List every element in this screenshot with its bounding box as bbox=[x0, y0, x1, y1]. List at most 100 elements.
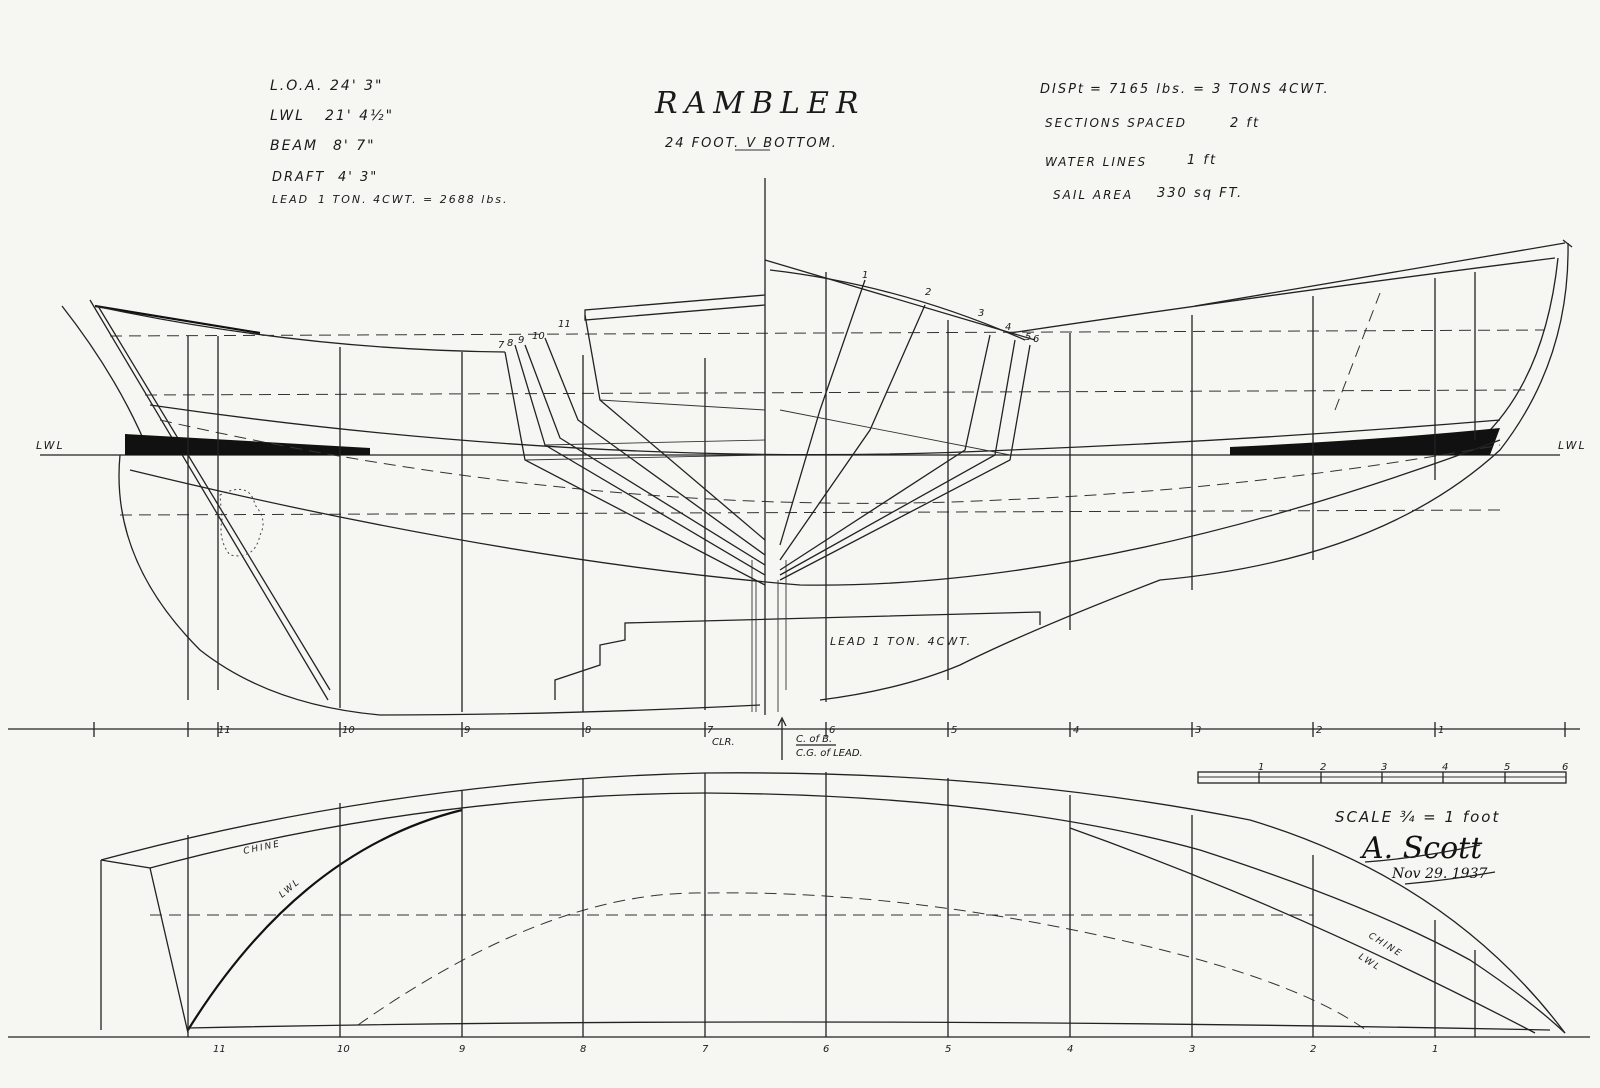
svg-text:6: 6 bbox=[823, 1044, 829, 1055]
cob-arrowhead bbox=[777, 716, 787, 727]
lead-label: LEAD bbox=[272, 193, 309, 206]
svg-text:7: 7 bbox=[498, 340, 505, 351]
plan-view: 11 10 9 8 7 6 5 4 3 2 1 CHINE LWL CHINE … bbox=[8, 772, 1590, 1055]
svg-text:6: 6 bbox=[1562, 762, 1568, 773]
displacement-label: DISPt bbox=[1040, 82, 1085, 97]
bottom-line bbox=[129, 439, 1501, 586]
svg-text:9: 9 bbox=[518, 335, 524, 346]
waterline-2 bbox=[109, 329, 1546, 337]
lwl-label: LWL bbox=[270, 108, 305, 124]
cof-b-label: C. of B. bbox=[796, 734, 832, 745]
svg-text:3: 3 bbox=[1189, 1044, 1195, 1055]
lead-label-profile: LEAD 1 TON. 4CWT. bbox=[830, 635, 972, 648]
plan-chine-label-fwd: CHINE bbox=[1366, 931, 1404, 960]
lwl-label-left: LWL bbox=[36, 439, 65, 452]
svg-text:2: 2 bbox=[925, 287, 931, 298]
svg-text:11: 11 bbox=[213, 1044, 226, 1055]
stem-dash bbox=[1334, 292, 1381, 411]
centreline-post bbox=[751, 178, 787, 715]
scale-bar: 1 2 3 4 5 6 bbox=[1197, 762, 1568, 784]
draft-value: 4' 3" bbox=[338, 170, 378, 185]
displacement-value: = 7165 lbs. = 3 TONS 4CWT. bbox=[1090, 82, 1330, 97]
sheer-fwd-upper bbox=[1194, 242, 1566, 307]
plan-transom-quarter bbox=[100, 859, 189, 1034]
waterlines-value: 1 ft bbox=[1187, 153, 1217, 168]
plan-stations bbox=[187, 772, 1476, 1037]
sail-area-value: 330 sq FT. bbox=[1157, 186, 1243, 201]
stem-inner bbox=[1479, 257, 1559, 441]
stem-keel-fwd bbox=[819, 242, 1569, 701]
signature-date: Nov 29. 1937 bbox=[1391, 866, 1487, 882]
profile-view: LWL LWL LEAD 1 TON. 4CWT. bbox=[8, 178, 1587, 760]
clr-label: CLR. bbox=[712, 737, 735, 748]
svg-text:1: 1 bbox=[1258, 762, 1264, 773]
designer-signature: A. Scott Nov 29. 1937 bbox=[1359, 831, 1496, 885]
waterlines-label: WATER LINES bbox=[1045, 155, 1147, 169]
plan-keel-line bbox=[187, 1021, 1551, 1031]
rudder-post-inner bbox=[97, 305, 331, 691]
plan-station-labels: 11 10 9 8 7 6 5 4 3 2 1 bbox=[213, 1044, 1438, 1055]
body-plan-numbers: 7 8 9 10 11 1 2 3 4 5 6 bbox=[498, 270, 1039, 351]
waterline-1 bbox=[144, 389, 1531, 396]
sections-label: SECTIONS SPACED bbox=[1045, 116, 1187, 130]
chine-profile bbox=[149, 404, 1501, 456]
svg-text:2: 2 bbox=[1310, 1044, 1316, 1055]
particulars-right: DISPt = 7165 lbs. = 3 TONS 4CWT. SECTION… bbox=[1040, 82, 1330, 202]
sections-value: 2 ft bbox=[1230, 116, 1260, 131]
svg-text:6: 6 bbox=[829, 725, 835, 736]
loa-label: L.O.A. bbox=[270, 78, 323, 94]
svg-text:6: 6 bbox=[1033, 334, 1039, 345]
plan-chine-label-aft: CHINE bbox=[243, 839, 282, 857]
profile-station-labels: 11 10 9 8 7 6 5 4 3 2 1 bbox=[218, 725, 1444, 736]
scale-label: SCALE ¾ = 1 foot bbox=[1335, 808, 1500, 826]
svg-text:8: 8 bbox=[507, 338, 513, 349]
lwl-shading-fwd bbox=[1230, 428, 1500, 455]
svg-text:10: 10 bbox=[342, 725, 355, 736]
svg-text:2: 2 bbox=[1320, 762, 1326, 773]
svg-text:5: 5 bbox=[951, 725, 957, 736]
svg-text:5: 5 bbox=[1025, 332, 1031, 343]
profile-baseline-ticks bbox=[93, 722, 1566, 737]
beam-label: BEAM bbox=[270, 138, 318, 154]
plan-dashed-waterline bbox=[357, 892, 1371, 1034]
svg-text:7: 7 bbox=[707, 725, 714, 736]
lwl-shading-aft bbox=[125, 434, 370, 455]
svg-text:8: 8 bbox=[585, 725, 591, 736]
svg-text:11: 11 bbox=[558, 319, 571, 330]
waterline-minus1 bbox=[119, 509, 1501, 516]
drawing-title: RAMBLER bbox=[654, 86, 865, 121]
rudder-post bbox=[89, 299, 329, 701]
svg-text:7: 7 bbox=[702, 1044, 709, 1055]
svg-text:11: 11 bbox=[218, 725, 231, 736]
svg-text:4: 4 bbox=[1073, 725, 1079, 736]
loa-value: 24' 3" bbox=[330, 78, 383, 94]
svg-text:1: 1 bbox=[1432, 1044, 1438, 1055]
svg-text:3: 3 bbox=[1195, 725, 1201, 736]
sail-area-label: SAIL AREA bbox=[1053, 188, 1133, 202]
sheer-aft bbox=[94, 305, 506, 353]
profile-stations bbox=[187, 272, 1476, 712]
svg-text:9: 9 bbox=[459, 1044, 465, 1055]
plan-sheer bbox=[100, 772, 1566, 1034]
plan-chine bbox=[149, 792, 1566, 1034]
svg-text:4: 4 bbox=[1005, 322, 1011, 333]
plan-lwl-aft bbox=[187, 808, 463, 1031]
lwl-label-right: LWL bbox=[1558, 439, 1587, 452]
svg-text:9: 9 bbox=[464, 725, 470, 736]
signature-underline bbox=[1364, 844, 1481, 863]
svg-text:1: 1 bbox=[1438, 725, 1444, 736]
svg-text:5: 5 bbox=[945, 1044, 951, 1055]
svg-text:10: 10 bbox=[532, 331, 545, 342]
date-underline bbox=[1404, 871, 1496, 885]
buttock-line bbox=[159, 419, 1501, 504]
beam-value: 8' 7" bbox=[333, 138, 376, 154]
svg-text:3: 3 bbox=[1381, 762, 1387, 773]
plan-lwl-fwd bbox=[1069, 827, 1536, 1034]
lwl-value: 21' 4½" bbox=[325, 108, 394, 124]
svg-text:4: 4 bbox=[1067, 1044, 1073, 1055]
draft-label: DRAFT bbox=[272, 170, 325, 185]
counter-stern bbox=[61, 305, 151, 456]
sheer-fwd bbox=[1009, 257, 1556, 334]
